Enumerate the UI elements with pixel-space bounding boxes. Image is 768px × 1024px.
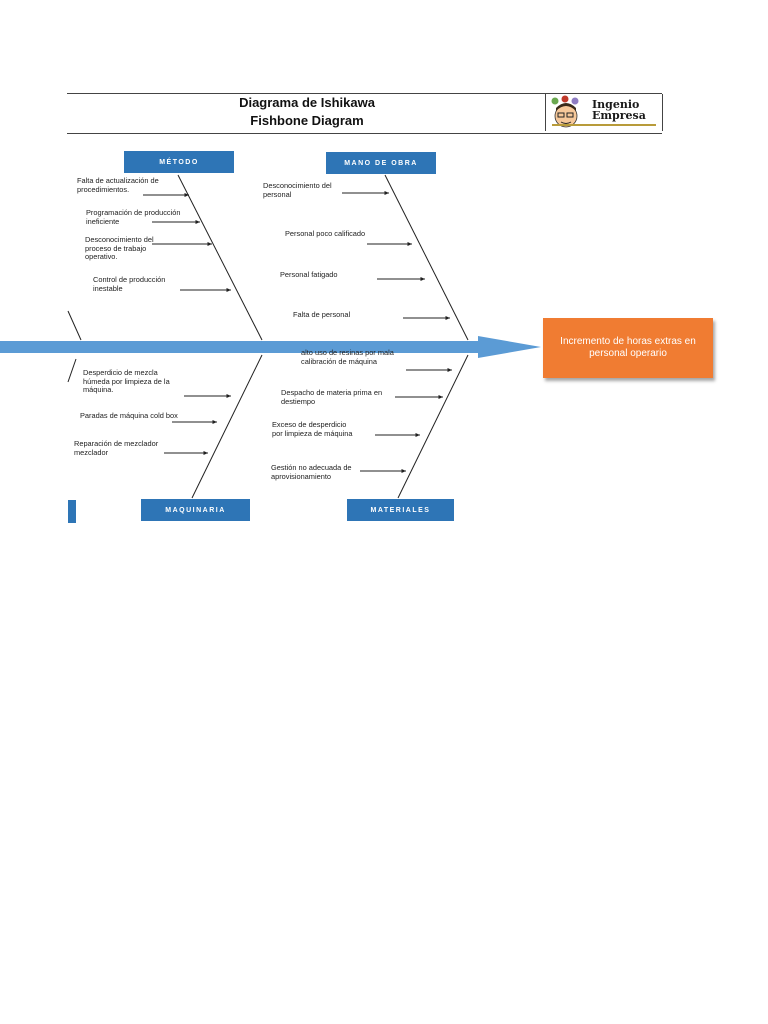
cut-off-bone-top — [67, 310, 82, 341]
diagram-header: Diagrama de Ishikawa Fishbone Diagram In… — [67, 93, 663, 134]
effect-text: Incremento de horas extras en personal o… — [560, 336, 696, 359]
cause-maquinaria-3: Reparación de mezclador mezclador — [74, 439, 159, 457]
cause-mano-de-obra-3: Personal fatigado — [280, 270, 338, 279]
cause-mano-de-obra-1: Desconocimiento del personal — [263, 181, 332, 199]
cause-materiales-3: Exceso de desperdicio por limpieza de má… — [272, 420, 353, 438]
cause-maquinaria-1: Desperdicio de mezcla húmeda por limpiez… — [83, 368, 170, 395]
logo-word-ingenio: Ingenio — [592, 98, 640, 111]
category-maquinaria: MAQUINARIA — [141, 499, 250, 521]
cause-mano-de-obra-4: Falta de personal — [293, 310, 351, 319]
logo-underline — [552, 124, 656, 126]
bone-materiales — [397, 354, 469, 499]
cause-materiales-1: alto uso de resinas por mala calibración… — [301, 348, 394, 366]
logo-wordmark: Ingenio Empresa — [592, 99, 646, 121]
bone-mano-de-obra — [384, 174, 469, 341]
category-metodo: MÉTODO — [124, 151, 234, 173]
cause-materiales-2: Despacho de materia prima en destiempo — [281, 388, 383, 406]
logo-word-empresa: Empresa — [592, 109, 646, 122]
title-english: Fishbone Diagram — [250, 113, 364, 128]
effect-box: Incremento de horas extras en personal o… — [543, 318, 713, 378]
diagram-title: Diagrama de Ishikawa Fishbone Diagram — [207, 94, 407, 130]
title-spanish: Diagrama de Ishikawa — [239, 95, 375, 110]
category-materiales: MATERIALES — [347, 499, 454, 521]
cause-mano-de-obra-2: Personal poco calificado — [285, 229, 366, 238]
spine-arrow — [0, 336, 541, 358]
company-logo: Ingenio Empresa — [545, 94, 663, 131]
cause-maquinaria-2: Paradas de máquina cold box — [80, 411, 178, 420]
logo-face-icon — [551, 95, 579, 128]
bone-metodo — [177, 174, 263, 341]
category-mano-de-obra: MANO DE OBRA — [326, 152, 436, 174]
cut-off-bone-bottom — [67, 358, 77, 383]
cause-metodo-1: Falta de actualización de procedimientos… — [77, 176, 159, 194]
cause-metodo-2: Programación de producción ineficiente — [86, 208, 181, 226]
bone-maquinaria — [191, 354, 263, 499]
cause-metodo-3: Desconocimiento del proceso de trabajo o… — [85, 235, 154, 262]
cut-off-category-box — [68, 500, 76, 523]
cause-metodo-4: Control de producción inestable — [93, 275, 166, 293]
cause-materiales-4: Gestión no adecuada de aprovisionamiento — [271, 463, 352, 481]
